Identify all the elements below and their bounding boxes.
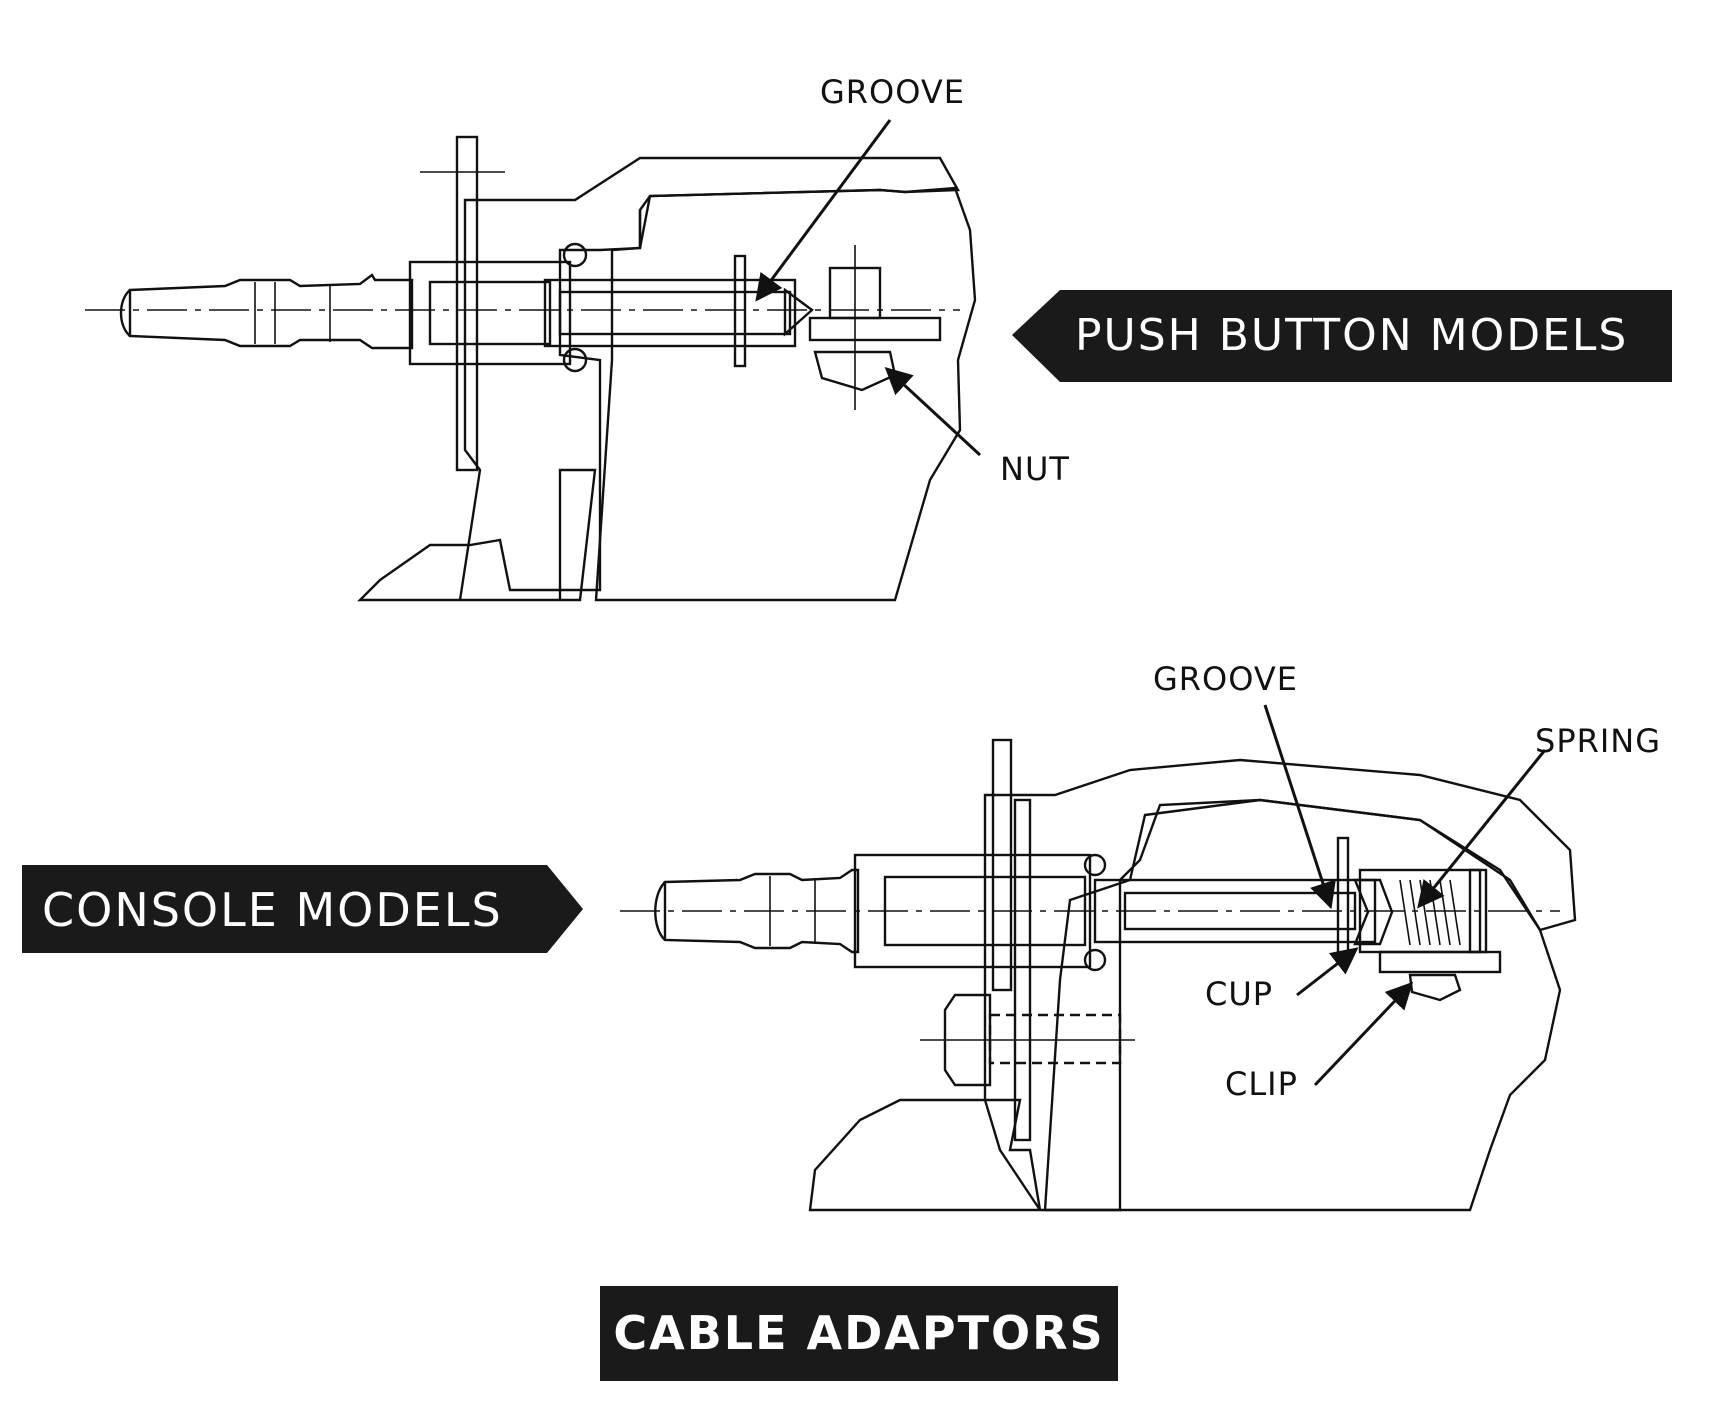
title-banner: CABLE ADAPTORS: [600, 1286, 1118, 1381]
mounting-plate: [455, 135, 479, 472]
spring-leader: [1417, 749, 1547, 909]
groove-leader-top: [755, 119, 892, 302]
cable-end: [128, 273, 414, 350]
groove-leader-bottom: [1263, 704, 1336, 910]
push-button-banner: PUSH BUTTON MODELS: [1012, 290, 1672, 382]
cup-leader: [1296, 947, 1359, 997]
groove-label-top: GROOVE: [820, 73, 965, 111]
title-text: CABLE ADAPTORS: [613, 1306, 1104, 1360]
spring-label: SPRING: [1535, 722, 1661, 760]
console-cavity: [1043, 798, 1562, 1212]
o-ring-bottom: [562, 347, 588, 373]
console-banner: CONSOLE MODELS: [22, 865, 583, 953]
console-housing: [808, 758, 1577, 1212]
console-drawing: [620, 704, 1577, 1212]
push-button-banner-text: PUSH BUTTON MODELS: [1075, 310, 1628, 361]
groove-label-bottom: GROOVE: [1153, 660, 1298, 698]
inner-sleeve: [543, 278, 797, 348]
push-button-cavity: [594, 186, 977, 602]
push-button-housing: [357, 156, 961, 602]
push-button-drawing: [85, 119, 982, 602]
o-ring-top: [562, 242, 588, 268]
mounting-bolt: [943, 993, 992, 1087]
clip-leader: [1313, 981, 1414, 1087]
nut-leader: [884, 366, 982, 457]
console-cable-end: [663, 868, 860, 954]
threaded-ferrule: [408, 260, 572, 366]
cup: [1353, 878, 1394, 946]
nut-label: NUT: [1000, 450, 1070, 488]
spring: [1399, 879, 1461, 946]
console-banner-text: CONSOLE MODELS: [42, 883, 503, 937]
clip-label: CLIP: [1225, 1065, 1298, 1103]
console-plate: [1378, 950, 1502, 974]
plate: [808, 316, 942, 342]
cup-label: CUP: [1205, 975, 1273, 1013]
